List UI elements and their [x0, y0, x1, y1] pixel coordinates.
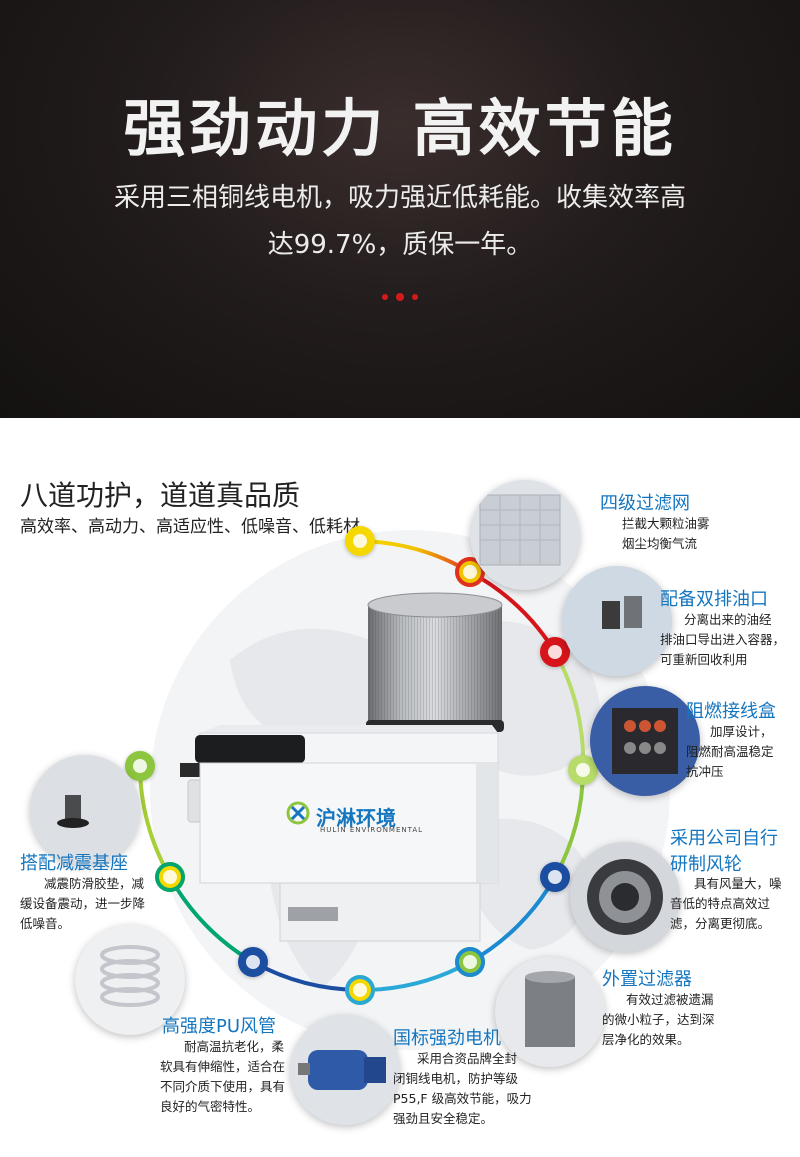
feature-desc-pu-hose: 耐高温抗老化，柔软具有伸缩性，适合在不同介质下使用，具有良好的气密特性。: [160, 1039, 286, 1114]
pu-hose-thumbnail: [75, 925, 185, 1035]
ring-node: [540, 862, 570, 892]
feature-desc-filter: 拦截大颗粒油雾烟尘均衡气流: [622, 516, 710, 551]
ring-node: [540, 637, 570, 667]
fan-wheel-thumbnail: [570, 842, 680, 952]
carousel-dot[interactable]: [382, 294, 388, 300]
feature-desc-damping-base: 减震防滑胶垫，减缓设备震动，进一步降低噪音。: [20, 876, 146, 931]
oil-mist-collector-product: [180, 592, 504, 942]
feature-desc-oil-outlet: 分离出来的油经排油口导出进入容器，可重新回收利用: [660, 612, 786, 667]
product-brand-english: HULIN ENVIRONMENTAL: [320, 826, 424, 834]
feature-title-junction-box: 阻燃接线盒: [686, 701, 776, 722]
feature-desc-fan-wheel: 具有风量大，噪音低的特点高效过滤，分离更彻底。: [670, 876, 782, 931]
filter-mesh-thumbnail: [470, 480, 580, 590]
hero-description-line-1: 采用三相铜线电机，吸力强近低耗能。收集效率高: [113, 183, 686, 213]
feature-title-external-filter: 外置过滤器: [602, 969, 692, 990]
ring-node: [238, 947, 268, 977]
ring-node: [345, 975, 375, 1005]
section-subtitle: 高效率、高动力、高适应性、低噪音、低耗材: [20, 517, 360, 537]
carousel-dot[interactable]: [412, 294, 418, 300]
ring-node: [155, 862, 185, 892]
ring-node: [125, 751, 155, 781]
feature-title-motor: 国标强劲电机: [393, 1028, 501, 1049]
feature-title-filter: 四级过滤网: [600, 493, 690, 514]
section-title: 八道功护，道道真品质: [20, 479, 301, 512]
ring-node: [345, 526, 375, 556]
motor-thumbnail: [290, 1015, 400, 1125]
damping-base-thumbnail: [30, 755, 140, 865]
feature-desc-junction-box: 加厚设计，阻燃耐高温稳定抗冲压: [686, 724, 774, 779]
hero-description-line-2: 达99.7%，质保一年。: [267, 230, 533, 260]
feature-title-fan-wheel: 采用公司自行研制风轮: [670, 828, 778, 875]
feature-title-pu-hose: 高强度PU风管: [162, 1016, 277, 1037]
feature-title-damping-base: 搭配减震基座: [20, 853, 128, 874]
external-filter-thumbnail: [495, 957, 605, 1067]
feature-title-oil-outlet: 配备双排油口: [660, 589, 768, 610]
feature-desc-external-filter: 有效过滤被遗漏的微小粒子，达到深层净化的效果。: [602, 992, 715, 1047]
oil-outlet-thumbnail: [562, 566, 672, 676]
junction-box-thumbnail: [590, 686, 700, 796]
product-brand-name: 沪淋环境: [316, 806, 396, 830]
ring-node: [455, 947, 485, 977]
hero-banner: 强劲动力 高效节能 采用三相铜线电机，吸力强近低耗能。收集效率高 达99.7%，…: [0, 0, 800, 418]
carousel-dots: [380, 293, 420, 302]
carousel-dot-active[interactable]: [396, 293, 404, 301]
hero-title: 强劲动力 高效节能: [123, 92, 677, 165]
